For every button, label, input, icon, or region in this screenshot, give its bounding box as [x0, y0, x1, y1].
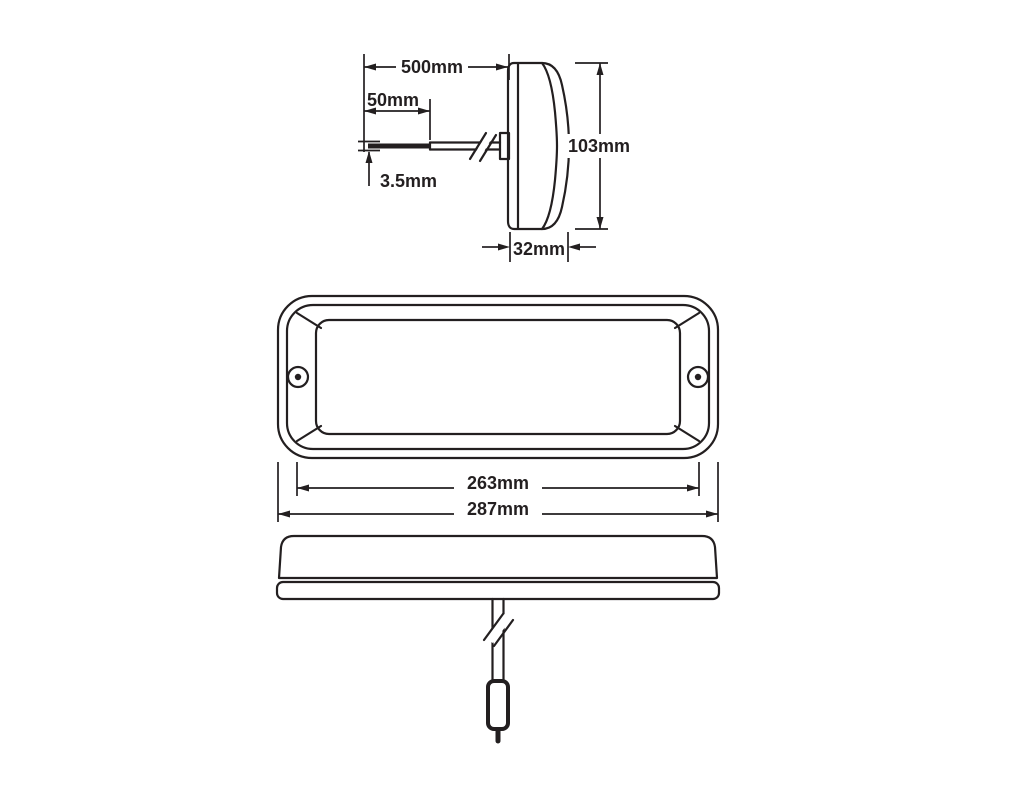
- cable-gland: [498, 131, 511, 161]
- base-gasket: [275, 580, 721, 601]
- corner-chamfer: [673, 311, 701, 330]
- dim-overall-width: 287mm: [277, 462, 719, 522]
- housing-inner-outline: [285, 303, 711, 451]
- dim-hole-spacing: 263mm: [296, 462, 700, 497]
- dim-cable-length: 500mm: [363, 54, 510, 152]
- screw-hole-right: [686, 365, 710, 389]
- lens-profile: [277, 534, 719, 580]
- arrow-right: [496, 63, 508, 71]
- dim-label-overall-width: 287mm: [467, 499, 529, 519]
- corner-chamfer: [673, 424, 701, 443]
- dim-depth: 32mm: [482, 232, 596, 262]
- arrow-left: [364, 107, 376, 115]
- dim-label-hole-spacing: 263mm: [467, 473, 529, 493]
- cable-break-mark: [468, 131, 488, 161]
- arrow-down: [596, 217, 604, 229]
- bottom-view: [275, 534, 721, 744]
- corner-chamfer: [295, 424, 323, 443]
- arrow-right: [418, 107, 430, 115]
- arrow-left: [297, 484, 309, 492]
- screw-hole-left: [286, 365, 310, 389]
- dim-label-strip-length: 50mm: [367, 90, 419, 110]
- cable-break-mark: [478, 133, 498, 163]
- dim-strip-length: 50mm: [364, 90, 431, 140]
- front-view: [276, 294, 720, 460]
- cable-connector: [486, 679, 510, 731]
- cable-side: [368, 131, 502, 163]
- arrow-right: [706, 510, 718, 518]
- lamp-side-lens-line: [540, 61, 559, 231]
- dim-label-wire-diameter: 3.5mm: [380, 171, 437, 191]
- arrow-left: [364, 63, 376, 71]
- dim-wire-diameter: 3.5mm: [358, 140, 437, 191]
- cable-break-gap: [471, 133, 495, 160]
- arrow-left: [568, 243, 580, 251]
- dim-label-depth: 32mm: [513, 239, 565, 259]
- arrow-right: [498, 243, 510, 251]
- dim-height: 103mm: [564, 62, 634, 230]
- housing-outer-outline: [276, 294, 720, 460]
- lens-outline: [314, 318, 682, 436]
- side-view: [368, 61, 571, 231]
- cable-bottom: [482, 597, 515, 744]
- corner-chamfer: [295, 311, 323, 330]
- arrow-right: [687, 484, 699, 492]
- dim-label-cable-length: 500mm: [401, 57, 463, 77]
- arrow-up: [596, 63, 604, 75]
- cable-break-gap: [485, 614, 512, 643]
- dim-label-height: 103mm: [568, 136, 630, 156]
- arrow-left: [278, 510, 290, 518]
- cable-break-mark: [492, 618, 515, 648]
- cable-break-mark: [482, 612, 505, 642]
- arrow-up: [365, 151, 373, 163]
